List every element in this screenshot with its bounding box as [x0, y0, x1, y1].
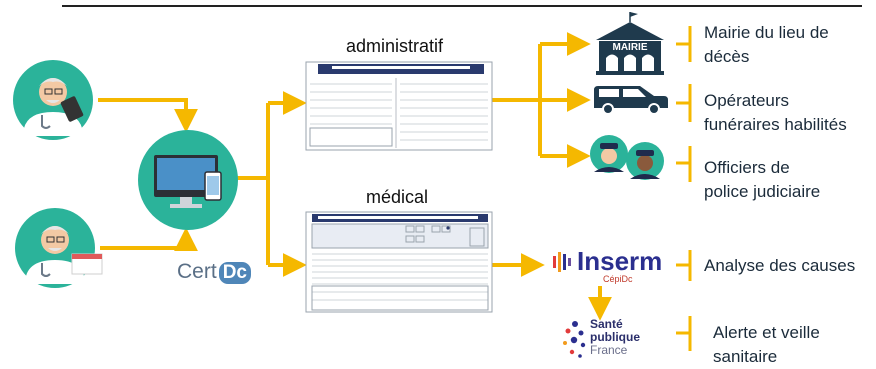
town-hall-icon: MAIRIE: [596, 12, 664, 75]
certdc-logo-text: Cert: [177, 260, 217, 283]
sante-publique-logo-text: Santé publique France: [590, 318, 640, 357]
destination-label-police: Officiers de police judiciaire: [704, 158, 821, 201]
administratif-label: administratif: [346, 36, 444, 56]
arrow-doctor2-to-computer: [100, 227, 198, 252]
medical-form-thumbnail: [305, 211, 493, 313]
hearse-icon: [594, 86, 668, 115]
sante-publique-logo-lines: Santé publique: [590, 317, 640, 344]
sante-publique-logo-sub: France: [590, 343, 628, 357]
destination-label-funeraires: Opérateurs funéraires habilités: [704, 91, 847, 134]
mairie-sign-text: MAIRIE: [613, 42, 648, 53]
destination-label-mairie: Mairie du lieu de décès: [704, 23, 829, 66]
police-officers-icon: [590, 135, 664, 180]
administrative-form-thumbnail: [305, 61, 493, 151]
inserm-logo-text: Inserm: [577, 246, 663, 276]
medical-label: médical: [366, 187, 429, 207]
flow-arrows: [98, 32, 612, 321]
sante-publique-france-logo-icon: [563, 321, 586, 358]
destination-label-spf: Alerte et veille sanitaire: [713, 323, 820, 366]
arrow-doctor1-to-computer: [98, 98, 198, 133]
doctor-with-tablet-icon: [13, 60, 93, 140]
cepidc-logo-text: CépiDc: [603, 274, 633, 284]
computer-and-smartphone-icon: [138, 130, 238, 230]
certdc-logo-badge: Dc: [218, 262, 251, 284]
label-brackets: [676, 26, 692, 351]
inserm-logo-icon: [553, 252, 571, 272]
doctor-with-paper-form-icon: [15, 208, 103, 288]
destination-label-inserm: Analyse des causes: [704, 256, 856, 275]
